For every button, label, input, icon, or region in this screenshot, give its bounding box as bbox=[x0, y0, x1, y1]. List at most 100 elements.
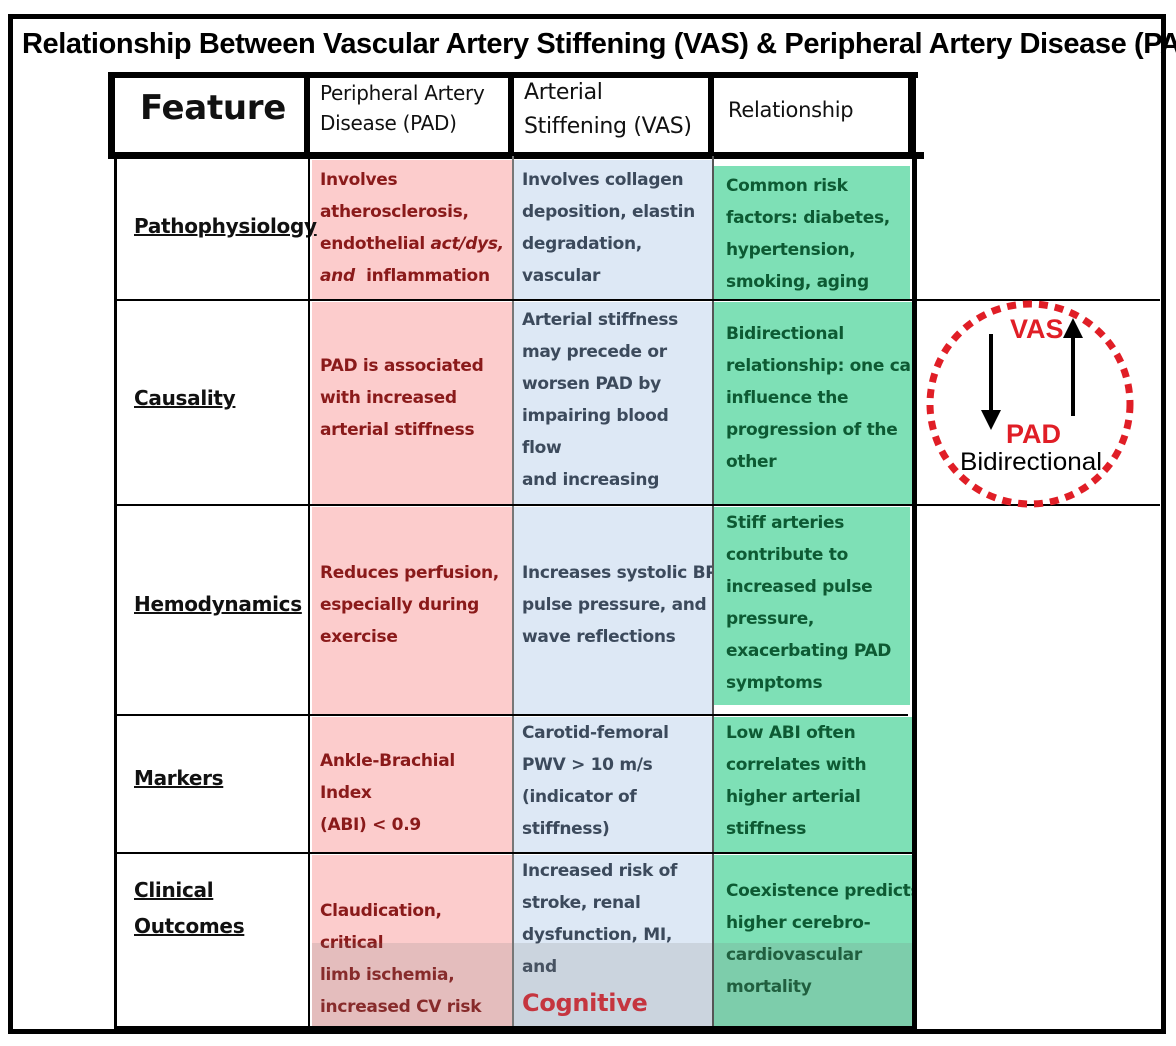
cell-text: worsen PAD by bbox=[522, 374, 661, 394]
diagram-vas-label: VAS bbox=[1010, 314, 1064, 344]
header-feature: Feature bbox=[116, 78, 304, 156]
body-left-border bbox=[114, 156, 117, 1030]
cell-text: mortality bbox=[726, 977, 812, 997]
cell-text: hypertension, bbox=[726, 240, 856, 260]
cell-text: Arterial stiffness bbox=[522, 310, 678, 330]
header-vas: Arterial Stiffening (VAS) bbox=[514, 76, 710, 156]
diagram-caption: Bidirectional bbox=[960, 448, 1102, 476]
table-bottom bbox=[114, 1026, 916, 1030]
header-vas-line2: Stiffening (VAS) bbox=[524, 114, 692, 139]
cell-text: vascular calcification bbox=[522, 266, 634, 300]
header-pad-line2: Disease (PAD) bbox=[320, 111, 457, 135]
cell-text: Common risk bbox=[726, 176, 848, 196]
cell-text: Low ABI often bbox=[726, 723, 856, 743]
cell-text: impairing blood flow bbox=[522, 406, 669, 458]
header-border-left bbox=[108, 72, 115, 158]
cell-pad-hemodynamics: Reduces perfusion, especially during exe… bbox=[312, 507, 512, 715]
cell-text: wave reflections bbox=[522, 627, 676, 647]
body-col-sep-1 bbox=[308, 156, 310, 1030]
feature-markers: Markers bbox=[134, 766, 224, 790]
cell-text: may precede or bbox=[522, 342, 667, 362]
cell-pad-pathophysiology: Involves atherosclerosis, endothelial ac… bbox=[312, 160, 512, 300]
feature-hemodynamics: Hemodynamics bbox=[134, 592, 302, 616]
up-arrow-icon bbox=[1063, 318, 1083, 416]
cell-text: stiffness bbox=[726, 819, 807, 839]
cell-text: increased CV risk bbox=[320, 997, 482, 1017]
cell-text: Increased risk of bbox=[522, 861, 678, 881]
cell-text: stroke, renal bbox=[522, 893, 641, 913]
cell-text: symptoms bbox=[726, 673, 823, 693]
down-arrow-icon bbox=[981, 334, 1001, 430]
cell-text: higher cerebro- bbox=[726, 913, 871, 933]
bottom-shade bbox=[312, 943, 912, 1028]
cell-text: cardiovascular bbox=[726, 945, 862, 965]
cell-text: (indicator of bbox=[522, 787, 637, 807]
header-sep-2 bbox=[508, 72, 514, 158]
feature-causality: Causality bbox=[134, 386, 236, 410]
cell-rel-hemodynamics: Stiff arteries contribute to increased p… bbox=[714, 507, 910, 705]
page-frame bbox=[8, 14, 1166, 1034]
cell-rel-clinical-outcomes: Coexistence predicts higher cerebro- car… bbox=[714, 855, 912, 1028]
header-border-right bbox=[908, 72, 916, 158]
cell-text: and inflammation bbox=[320, 266, 490, 286]
cell-text: factors: diabetes, bbox=[726, 208, 890, 228]
cell-text: Ankle-Brachial Index bbox=[320, 751, 455, 803]
cell-text: exercise bbox=[320, 627, 398, 647]
header-sep-1 bbox=[304, 72, 310, 158]
cell-text: Involves collagen bbox=[522, 170, 684, 190]
page-title: Relationship Between Vascular Artery Sti… bbox=[22, 28, 1176, 60]
cell-text: afterload bbox=[522, 496, 704, 505]
header-pad-line1: Peripheral Artery bbox=[320, 81, 485, 105]
cell-text: endothelial act/dys, bbox=[320, 234, 504, 254]
cell-text: increased pulse bbox=[726, 577, 873, 597]
cell-pad-causality: PAD is associated with increased arteria… bbox=[312, 302, 512, 505]
header-border-bottom bbox=[108, 152, 924, 159]
cell-vas-pathophysiology: Involves collagen deposition, elastin de… bbox=[514, 160, 712, 300]
row-sep-2 bbox=[114, 504, 1160, 506]
cell-rel-causality: Bidirectional relationship: one can infl… bbox=[714, 302, 912, 505]
cell-text: other bbox=[726, 452, 777, 472]
cell-text: Coexistence predicts bbox=[726, 881, 912, 901]
cell-text: especially during bbox=[320, 595, 480, 615]
diagram-pad-label: PAD bbox=[1006, 419, 1061, 449]
cell-text: correlates with bbox=[726, 755, 867, 775]
cell-text: deposition, elastin bbox=[522, 202, 695, 222]
bidirectional-diagram: VAS PAD Bidirectional bbox=[926, 300, 1134, 508]
feature-pathophysiology: Pathophysiology bbox=[134, 214, 317, 238]
cell-text: stiffness) bbox=[522, 819, 610, 839]
cell-text: with increased bbox=[320, 388, 457, 408]
cell-text: PWV > 10 m/s bbox=[522, 755, 653, 775]
cell-text: Bidirectional bbox=[726, 324, 844, 344]
header-sep-3 bbox=[708, 72, 714, 158]
cell-text: dysfunction, MI, and bbox=[522, 925, 673, 977]
cell-text: Stiff arteries bbox=[726, 513, 845, 533]
cell-text: pressure, bbox=[726, 609, 815, 629]
cell-vas-causality: Arterial stiffness may precede or worsen… bbox=[514, 302, 712, 505]
cell-text: and increasing bbox=[522, 470, 660, 490]
body-right-border bbox=[912, 156, 917, 1030]
cell-vas-markers: Carotid-femoral PWV > 10 m/s (indicator … bbox=[514, 717, 712, 853]
header-relationship-text: Relationship bbox=[728, 98, 854, 122]
cell-pad-markers: Ankle-Brachial Index (ABI) < 0.9 bbox=[312, 717, 512, 853]
header-pad: Peripheral Artery Disease (PAD) bbox=[310, 78, 510, 156]
dashed-circle bbox=[926, 300, 1134, 508]
cell-text: Claudication, critical bbox=[320, 901, 442, 953]
cell-text: relationship: one can bbox=[726, 356, 912, 376]
cell-rel-markers: Low ABI often correlates with higher art… bbox=[714, 717, 912, 853]
cell-text: Involves bbox=[320, 170, 398, 190]
cell-vas-hemodynamics: Increases systolic BP, pulse pressure, a… bbox=[514, 507, 712, 715]
feature-clinical-line1: Clinical bbox=[134, 878, 214, 902]
cell-text: PAD is associated bbox=[320, 356, 484, 376]
cell-text: degradation, bbox=[522, 234, 642, 254]
cell-text: atherosclerosis, bbox=[320, 202, 469, 222]
cell-text: (ABI) < 0.9 bbox=[320, 815, 421, 835]
cell-text: progression of the bbox=[726, 420, 898, 440]
body-col-sep-2 bbox=[512, 156, 514, 1030]
cell-text: Reduces perfusion, bbox=[320, 563, 499, 583]
cell-pad-clinical-outcomes: Claudication, critical limb ischemia, in… bbox=[312, 855, 512, 1028]
cognitive-highlight: Cognitive bbox=[522, 989, 648, 1017]
feature-clinical-outcomes: Clinical Outcomes bbox=[134, 872, 245, 944]
body-col-sep-3 bbox=[712, 156, 714, 1030]
header-relationship: Relationship bbox=[716, 78, 906, 156]
header-vas-line1: Arterial bbox=[524, 80, 603, 105]
